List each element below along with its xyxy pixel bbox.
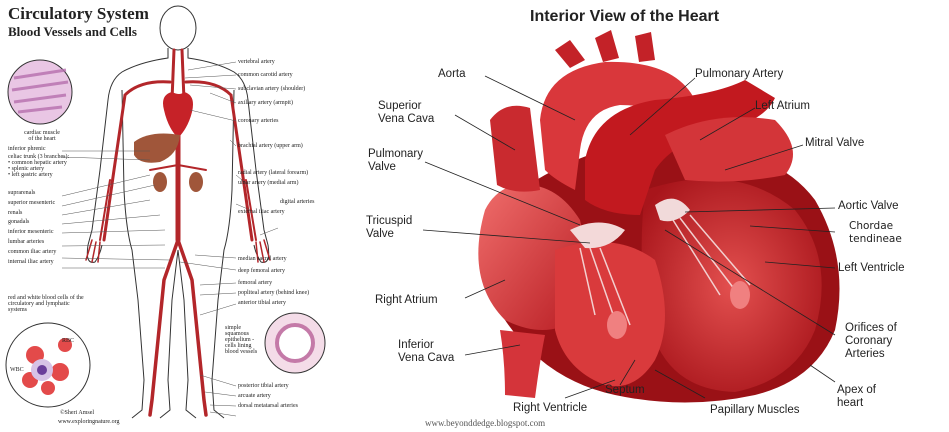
label-left-ventricle: Left Ventricle bbox=[838, 262, 904, 275]
rbc-label: RBC bbox=[62, 338, 74, 344]
artery-label-left: gonadals bbox=[8, 219, 29, 225]
heart-title: Interior View of the Heart bbox=[530, 8, 719, 26]
cardiac-muscle-caption: cardiac muscle of the heart bbox=[22, 130, 62, 142]
artery-label-right: external iliac artery bbox=[238, 209, 285, 215]
heart-credit: www.beyonddedge.blogspot.com bbox=[425, 418, 545, 428]
artery-label-right: ulnar artery (medial arm) bbox=[238, 180, 298, 186]
artery-label-right: subclavian artery (shoulder) bbox=[238, 86, 305, 92]
artery-label-right: posterior tibial artery bbox=[238, 383, 289, 389]
artery-label-left: common iliac artery bbox=[8, 249, 56, 255]
wbc-label: WBC bbox=[10, 367, 24, 373]
heart-interior-panel: Interior View of the Heart Aorta Superio… bbox=[355, 0, 949, 432]
body-illustration bbox=[0, 0, 355, 432]
artery-label-right: axillary artery (armpit) bbox=[238, 100, 293, 106]
artery-label-left: inferior mesenteric bbox=[8, 229, 53, 235]
artery-label-left: inferior phrenic bbox=[8, 146, 45, 152]
heart-illustration bbox=[355, 0, 949, 432]
artery-label-left: internal iliac artery bbox=[8, 259, 54, 265]
artery-label-left: lumbar arteries bbox=[8, 239, 44, 245]
artery-label-right: popliteal artery (behind knee) bbox=[238, 290, 309, 296]
artery-label-right: arcuate artery bbox=[238, 393, 271, 399]
label-papillary-muscles: Papillary Muscles bbox=[710, 404, 799, 417]
artery-label-right: deep femoral artery bbox=[238, 268, 285, 274]
squamous-epithelium-inset bbox=[265, 313, 325, 373]
artery-label-right: common carotid artery bbox=[238, 72, 293, 78]
artery-label-right: coronary arteries bbox=[238, 118, 278, 124]
artery-label-right: dorsal metatarsal arteries bbox=[238, 403, 298, 409]
artery-label-right: radial artery (lateral forearm) bbox=[238, 170, 308, 176]
label-aorta: Aorta bbox=[438, 68, 466, 81]
artery-label-right: digital arteries bbox=[280, 199, 315, 205]
squamous-caption: simple squamous epithelium - cells linin… bbox=[225, 325, 263, 355]
circulatory-subtitle: Blood Vessels and Cells bbox=[8, 24, 137, 40]
artery-label-right: median sacral artery bbox=[238, 256, 287, 262]
label-pulmonary-artery: Pulmonary Artery bbox=[695, 68, 783, 81]
blood-cells-caption: red and white blood cells of the circula… bbox=[8, 295, 88, 313]
label-aortic-valve: Aortic Valve bbox=[838, 200, 899, 213]
blood-cells-inset bbox=[6, 323, 90, 407]
artery-label-left: suprarenals bbox=[8, 190, 35, 196]
cardiac-muscle-inset bbox=[8, 60, 72, 124]
circulatory-system-panel: Circulatory System Blood Vessels and Cel… bbox=[0, 0, 355, 432]
artery-label-right: vertebral artery bbox=[238, 59, 275, 65]
artery-label-left: superior mesenteric bbox=[8, 200, 55, 206]
credit-author: ©Sheri Amsel bbox=[60, 410, 94, 416]
circulatory-title: Circulatory System bbox=[8, 4, 149, 24]
label-mitral-valve: Mitral Valve bbox=[805, 137, 864, 150]
label-right-atrium: Right Atrium bbox=[375, 294, 438, 307]
label-right-ventricle: Right Ventricle bbox=[513, 402, 587, 415]
label-left-atrium: Left Atrium bbox=[755, 100, 810, 113]
artery-label-left: • left gastric artery bbox=[8, 172, 53, 178]
artery-label-right: anterior tibial artery bbox=[238, 300, 286, 306]
artery-label-right: femoral artery bbox=[238, 280, 272, 286]
artery-label-left: renals bbox=[8, 210, 22, 216]
artery-label-right: brachial artery (upper arm) bbox=[238, 143, 303, 149]
label-septum: Septum bbox=[605, 384, 645, 397]
credit-website: www.exploringnature.org bbox=[58, 419, 120, 425]
